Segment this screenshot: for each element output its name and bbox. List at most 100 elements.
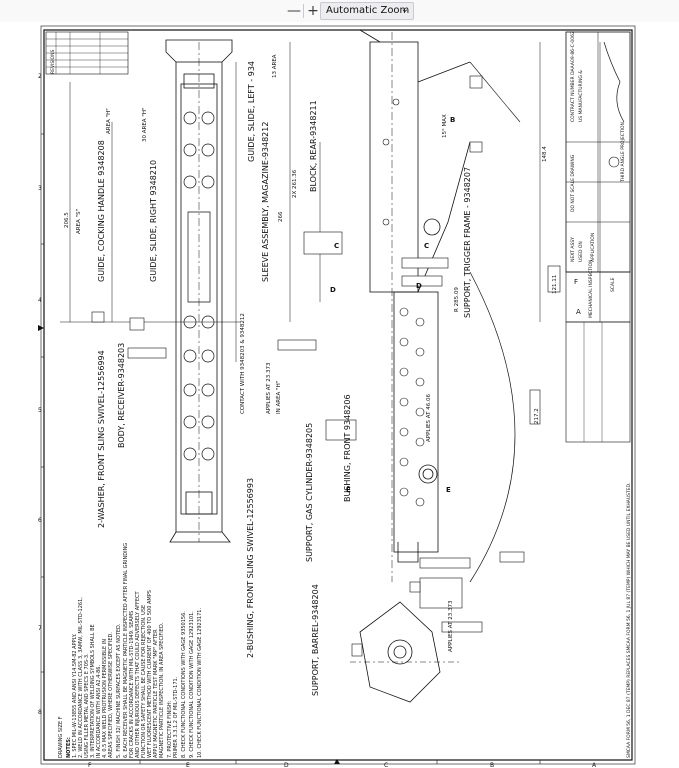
note-line: MAGNETIC PARTICLE INSPECTION. IN AREA SP… xyxy=(159,622,165,758)
note-line: 1. SPEC MIL-W-13855 AND ANSI Y14.5M-82 A… xyxy=(72,633,78,758)
revision-block xyxy=(45,31,129,75)
label-support-barrel: SUPPORT, BARREL-9348204 xyxy=(311,584,320,696)
zoom-out-button[interactable]: — xyxy=(287,3,301,19)
dim-261: 2X 261.36 xyxy=(292,169,298,198)
zoom-in-button[interactable]: + xyxy=(304,2,322,20)
revisions-title: REVISIONS xyxy=(50,50,56,74)
note-line: FUNCTION OR SAFETY SHALL BE CAUSE FOR RE… xyxy=(141,605,147,758)
note-line: 9. CHECK FUNCTIONAL CONDITION WITH GAGE … xyxy=(189,611,195,758)
dim-206: 206.5 xyxy=(64,212,70,228)
leader-line xyxy=(469,61,521,123)
zone-number: 6 xyxy=(38,517,42,524)
title-block-text: CONTRACT NUMBER DAAA09-86-C-0062 US MANU… xyxy=(50,31,632,758)
label-support-trigger-frame: SUPPORT, TRIGGER FRAME - 9348207 xyxy=(463,167,472,318)
dim-266: 266 xyxy=(278,211,284,222)
dim-r285: R 285.09 xyxy=(454,287,460,312)
zone-number: 5 xyxy=(38,407,42,414)
note-line: 7. PROTECTIVE FINISH: xyxy=(167,700,173,758)
application: APPLICATION xyxy=(590,233,596,262)
chevron-down-icon: ⌄ xyxy=(400,4,409,15)
dim-148: 148.4 xyxy=(542,146,548,162)
mechanical: MECHANICAL INSPECTION xyxy=(588,260,594,318)
contact-with: CONTACT WITH 9348203 & 9348212 xyxy=(240,313,246,414)
applies-c: APPLIES AT 23.373 xyxy=(448,600,454,652)
svg-text:D: D xyxy=(416,282,422,290)
side-view-holes xyxy=(382,98,425,507)
contract-number: CONTRACT NUMBER DAAA09-86-C-0062 xyxy=(570,31,576,122)
feature-control-frames xyxy=(91,75,561,657)
form-note: SMCAA FORM 56, 1 DEC 87 (TEMP) REPLACES … xyxy=(626,482,632,758)
svg-text:B: B xyxy=(450,116,455,124)
dimension-lines xyxy=(60,42,601,362)
part-labels: GUIDE, SLIDE, LEFT - 934 GUIDE, SLIDE, R… xyxy=(97,61,472,696)
manufacturing: US MANUFACTURING & xyxy=(578,70,584,122)
center-mark-bottom xyxy=(334,759,340,764)
svg-text:E: E xyxy=(346,486,351,494)
trigger-arc xyxy=(469,271,516,583)
applies-b: APPLIES AT 46.06 xyxy=(426,394,432,442)
next-assy: NEXT ASSY xyxy=(570,237,576,262)
note-line: AREAS SPECIFIED, WHERE OTHERWISE SPECIFI… xyxy=(108,632,114,758)
engineering-drawing: 2 3 4 5 6 7 8 F E D C B A xyxy=(38,25,636,768)
note-line: IN ACCORDANCE WITH ANSI A2.4-86. xyxy=(96,665,102,758)
third-angle-projection-icon xyxy=(608,156,620,168)
in-area-h: IN AREA "H" xyxy=(276,381,282,414)
label-support-gas-cylinder: SUPPORT, GAS CYLINDER-9348205 xyxy=(305,423,314,562)
note-line: APPLY MAGNETIC PARTICLE TEST MARK "MP" A… xyxy=(153,629,159,758)
note-line: WET FLUORESCENT METHOD WITH CURRENT OF 4… xyxy=(147,590,153,758)
dim-217: 217.2 xyxy=(534,408,540,424)
toolbar-separator xyxy=(303,4,304,18)
drawing-sheet: 2 3 4 5 6 7 8 F E D C B A xyxy=(0,22,679,768)
barrel-support-view xyxy=(350,601,460,703)
note-line: AND OTHER INJURIOUS DEFECTS THAT COULD A… xyxy=(135,590,141,758)
applies-a1: APPLIES AT 23.373 xyxy=(266,362,272,414)
do-not-scale: DO NOT SCALE DRAWING xyxy=(570,154,576,212)
note-line: FOR CRACKS IN ACCORDANCE WITH MIL-STD-19… xyxy=(129,611,135,758)
zone-number: 7 xyxy=(38,625,42,632)
zone-letter: B xyxy=(490,762,494,768)
zone-letter: F xyxy=(88,762,92,768)
receiver-top-view xyxy=(165,39,233,543)
signature-icon xyxy=(603,41,625,123)
svg-text:D: D xyxy=(330,286,336,294)
center-mark-left xyxy=(38,325,44,331)
pdf-toolbar: — + Automatic Zoom ⌄ xyxy=(0,0,679,23)
zone-letter: C xyxy=(384,762,388,768)
svg-text:E: E xyxy=(446,486,451,494)
title-block xyxy=(565,31,631,443)
receiver-side-view xyxy=(359,29,471,582)
dim-15max: 15° MAX xyxy=(442,114,448,138)
zoom-select[interactable]: Automatic Zoom ⌄ xyxy=(320,2,414,20)
zone-number: 3 xyxy=(38,185,42,192)
notes-block: DRAWING SIZE F NOTES: 1. SPEC MIL-W-1385… xyxy=(58,543,203,758)
zone-letters-bottom: F E D C B A xyxy=(88,762,597,768)
sheet-size: DRAWING SIZE F xyxy=(58,716,64,758)
used-on: USED ON xyxy=(578,241,584,262)
area-s: AREA "S" xyxy=(76,209,82,234)
zone-number: 8 xyxy=(38,709,42,716)
note-line: 4. 0.5 MAX WELD PROTRUSION PERMISSIBLE I… xyxy=(102,639,108,758)
label-washer-front-sling: 2-WASHER, FRONT SLING SWIVEL-12556994 xyxy=(97,350,106,528)
note-line: 2. WELD IN ACCORDANCE WITH CLASS 3, 3AMW… xyxy=(78,597,84,758)
zone-letter: D xyxy=(284,762,289,768)
label-block-rear: BLOCK, REAR-9348211 xyxy=(309,100,318,192)
svg-text:C: C xyxy=(424,242,429,250)
label-sleeve-assembly: SLEEVE ASSEMBLY, MAGAZINE-9348212 xyxy=(261,122,270,282)
label-bushing-front: BUSHING, FRONT 9348206 xyxy=(343,394,352,502)
dim-13area: 13 AREA xyxy=(272,54,278,78)
zoom-value: Automatic Zoom xyxy=(326,5,410,16)
label-body-receiver: BODY, RECEIVER-9348203 xyxy=(117,343,126,448)
area-h2: 30 AREA "H" xyxy=(142,107,148,142)
drawing-border xyxy=(43,29,633,761)
zone-numbers-left: 2 3 4 5 6 7 8 xyxy=(38,73,42,716)
note-line: 6. EACH RECEIVER SHALL BE MAGNETIC PARTI… xyxy=(123,543,129,758)
rev-letter: A xyxy=(576,308,581,316)
zone-ticks xyxy=(41,133,541,764)
size-letter: F xyxy=(574,278,578,286)
zone-number: 2 xyxy=(38,73,42,80)
notes-title: NOTES: xyxy=(66,737,72,758)
note-line: 8. CHECK FUNCTIONAL CONDITIONS WITH GAGE… xyxy=(181,611,187,758)
area-h: AREA "H" xyxy=(106,108,112,134)
zone-number: 4 xyxy=(38,297,42,304)
note-line: PRIMER 3.3.1.2 OF MIL-STD-171. xyxy=(173,676,179,758)
